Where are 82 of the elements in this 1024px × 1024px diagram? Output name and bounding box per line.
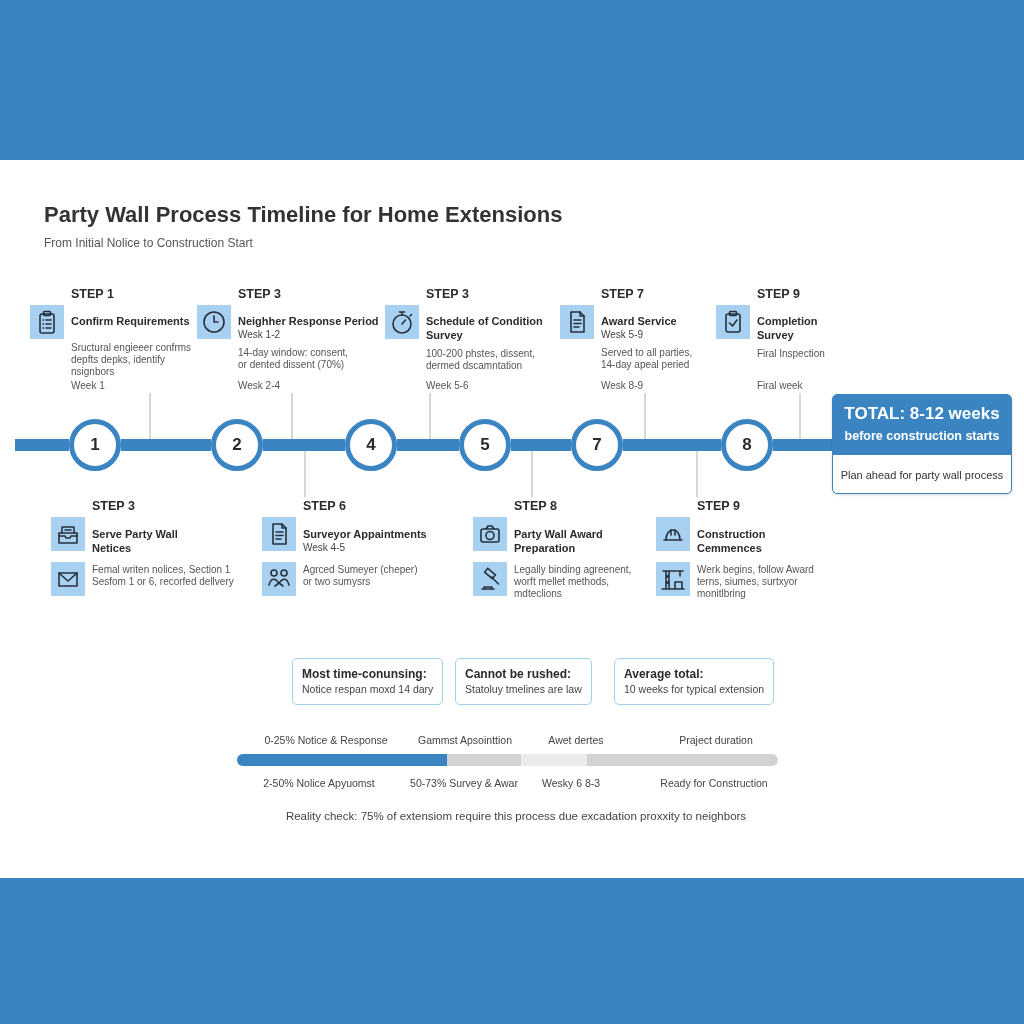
step-week: Wesk 4-5 bbox=[303, 541, 346, 554]
bar-label: 50-73% Survey & Awar bbox=[410, 777, 518, 790]
timeline-line bbox=[773, 439, 832, 451]
step-description: Firal Inspection bbox=[757, 348, 825, 360]
bar-label: Gammst Apsointtion bbox=[418, 734, 512, 747]
step-number: STEP 1 bbox=[71, 287, 114, 302]
timeline-marker: 4 bbox=[345, 419, 397, 471]
bottom-banner bbox=[0, 878, 1024, 1024]
bar-label: Praject duration bbox=[679, 734, 753, 747]
step-number: STEP 3 bbox=[426, 287, 469, 302]
timeline-marker: 7 bbox=[571, 419, 623, 471]
timeline-marker: 1 bbox=[69, 419, 121, 471]
timeline-line bbox=[15, 439, 69, 451]
timeline-line bbox=[263, 439, 345, 451]
step-title: Party Wall Award Preparation bbox=[514, 527, 604, 555]
leader-line bbox=[149, 392, 151, 440]
total-note: Plan ahead for party wall process bbox=[839, 468, 1005, 482]
leader-line bbox=[531, 450, 533, 498]
timeline-marker: 8 bbox=[721, 419, 773, 471]
step-description: Agrced Sumeyer (cheper) or two sumysrs bbox=[303, 564, 419, 588]
step-title: Confirm Requirements bbox=[71, 314, 190, 328]
step-week: Week 5-6 bbox=[426, 380, 469, 392]
callout-title: Cannot be rushed: bbox=[465, 666, 572, 682]
timeline-marker: 2 bbox=[211, 419, 263, 471]
step-number: STEP 3 bbox=[92, 499, 135, 514]
step-title: Construction Cemmences bbox=[697, 527, 767, 555]
step-title: Completion Survey bbox=[757, 314, 819, 342]
callout-title: Most time-conunsing: bbox=[302, 666, 428, 682]
leader-line bbox=[696, 450, 698, 498]
timeline-line bbox=[397, 439, 459, 451]
title: Party Wall Process Timeline for Home Extensions bbox=[44, 202, 563, 228]
step-title: Award Service bbox=[601, 314, 677, 328]
step-description: 14-day window: consent, or dented dissent (70%) bbox=[238, 347, 350, 371]
bar-label: Ready for Construction bbox=[660, 777, 768, 790]
callout-card bbox=[614, 658, 775, 705]
callout-title: Average total: bbox=[624, 666, 705, 682]
step-week: Wesk 2-4 bbox=[238, 380, 281, 392]
leader-line bbox=[644, 392, 646, 440]
step-week: Firal week bbox=[757, 380, 803, 392]
step-number: STEP 9 bbox=[757, 287, 800, 302]
step-title: Schedule of Condition Survey bbox=[426, 314, 544, 342]
bar-label: Awet dertes bbox=[548, 734, 604, 747]
total-card bbox=[832, 394, 1012, 494]
step-number: STEP 9 bbox=[697, 499, 740, 514]
step-week: Wesk 5-9 bbox=[601, 328, 644, 341]
callout-card bbox=[292, 658, 444, 705]
top-banner bbox=[0, 0, 1024, 160]
leader-line bbox=[304, 450, 306, 498]
step-number: STEP 7 bbox=[601, 287, 644, 302]
bar-label: 2-50% Nolice Apyuomst bbox=[263, 777, 375, 790]
step-description: Sructural engieeer confrms depfts depks, identify nsignbors bbox=[71, 342, 193, 378]
bar-label: 0-25% Notice & Response bbox=[264, 734, 388, 747]
step-description: Femal writen nolices, Section 1 Sesfom 1 or 6, recorfed dellvery bbox=[92, 564, 235, 588]
leader-line bbox=[429, 392, 431, 440]
callout-text: Statoluy tmelines are law bbox=[465, 682, 582, 696]
timeline-line bbox=[121, 439, 211, 451]
subtitle: From Initial Nolice to Construction Start bbox=[44, 236, 253, 251]
step-week: Wesk 8-9 bbox=[601, 380, 644, 392]
step-description: Werk begins, follow Award terns, siumes, surtxyor monitlbring bbox=[697, 564, 815, 600]
timeline-line bbox=[623, 439, 721, 451]
step-title: Neighher Response Period bbox=[238, 314, 379, 328]
step-description: 100-200 phstes, dissent, dermed dscamntation bbox=[426, 348, 536, 372]
step-title: Surveyor Appaintments bbox=[303, 527, 427, 541]
total-subtitle: before construction starts bbox=[843, 428, 1001, 444]
callout-text: 10 weeks for typical extension bbox=[624, 682, 765, 696]
callout-text: Notice respan moxd 14 dary bbox=[302, 682, 434, 696]
timeline-marker: 5 bbox=[459, 419, 511, 471]
callout-card bbox=[455, 658, 592, 705]
step-number: STEP 8 bbox=[514, 499, 557, 514]
timeline-line bbox=[511, 439, 571, 451]
step-week: Wesk 1-2 bbox=[238, 328, 281, 341]
step-week: Week 1 bbox=[71, 380, 105, 392]
step-title: Serve Party Wall Netices bbox=[92, 527, 179, 555]
leader-line bbox=[291, 392, 293, 440]
total-duration: TOTAL: 8-12 weeks bbox=[843, 404, 1001, 424]
leader-line bbox=[799, 392, 801, 440]
bar-label: Wesky 6 8-3 bbox=[541, 777, 601, 790]
step-description: Legally binding agreenent, worft mellet methods, mdteclions bbox=[514, 564, 633, 600]
step-description: Served to all parties, 14-day apeal peried bbox=[601, 347, 694, 371]
step-number: STEP 6 bbox=[303, 499, 346, 514]
step-number: STEP 3 bbox=[238, 287, 281, 302]
note: Reality check: 75% of extensiom require this process due excadation proxxity to neighbors bbox=[285, 809, 747, 824]
